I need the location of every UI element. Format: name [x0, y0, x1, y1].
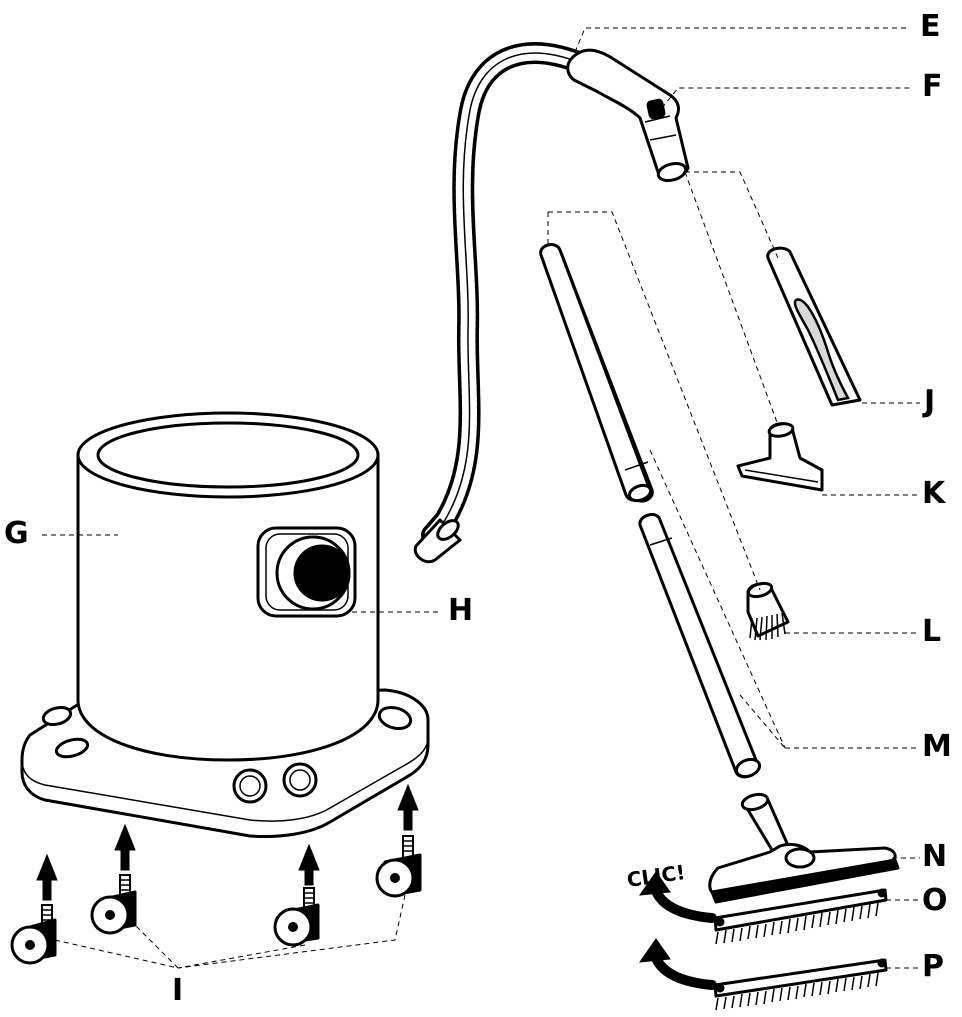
label-o: O: [922, 883, 948, 918]
label-j: J: [922, 384, 935, 419]
tank-g: [20, 411, 430, 838]
label-m: M: [922, 729, 952, 764]
caster-1: [10, 853, 58, 965]
clic-annotation: CLIC!: [625, 860, 686, 892]
caster-2: [90, 823, 137, 935]
tube-upper: [539, 243, 654, 503]
label-i: I: [172, 973, 183, 1008]
caster-3: [273, 843, 320, 947]
upholstery-tool-k: [736, 422, 824, 492]
label-k: K: [922, 476, 947, 511]
label-g: G: [4, 516, 29, 551]
caster-4: [375, 783, 422, 898]
clic-arrow-upper: [638, 871, 717, 923]
handle-f: [566, 48, 690, 183]
label-n: N: [922, 839, 947, 874]
leader-lines: [42, 27, 920, 969]
dusting-brush-l: [746, 581, 790, 641]
label-f: F: [922, 69, 943, 104]
hose-e: [413, 42, 589, 564]
clic-arrow-lower: [638, 938, 717, 990]
crevice-tool-j: [766, 246, 862, 407]
brush-strip-o: [713, 888, 888, 945]
squeegee-strip-p: [713, 958, 888, 1011]
floor-tool-n: [708, 792, 900, 904]
label-h: H: [448, 593, 473, 628]
label-l: L: [922, 614, 941, 649]
tube-lower: [638, 513, 762, 779]
inlet-h: [256, 526, 357, 618]
label-p: P: [922, 949, 944, 984]
label-e: E: [920, 9, 941, 44]
